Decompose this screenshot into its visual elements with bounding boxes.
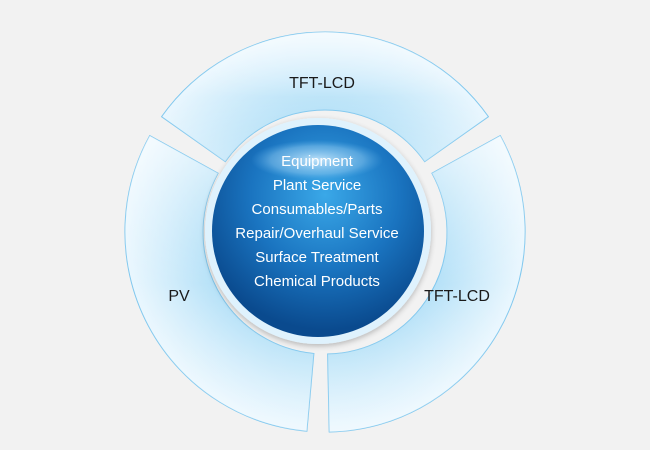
segment-label-left: PV (168, 288, 190, 305)
core-item-consumables-parts: Consumables/Parts (252, 201, 383, 218)
segment-label-right: TFT-LCD (424, 288, 490, 305)
ring-segment-shine-top (161, 32, 489, 162)
core-highlight (251, 140, 383, 180)
core-item-chemical-products: Chemical Products (254, 273, 380, 290)
ring-segment-shine-right (327, 135, 526, 432)
ring-segments (124, 31, 526, 433)
core-circle (212, 125, 424, 337)
ring-segment-shine-left (124, 135, 314, 432)
segment-label-top: TFT-LCD (289, 75, 355, 92)
core-item-plant-service: Plant Service (273, 177, 361, 194)
core-item-equipment: Equipment (281, 153, 354, 170)
core-item-surface-treatment: Surface Treatment (255, 249, 379, 266)
core-item-repair-overhaul-service: Repair/Overhaul Service (235, 225, 398, 242)
